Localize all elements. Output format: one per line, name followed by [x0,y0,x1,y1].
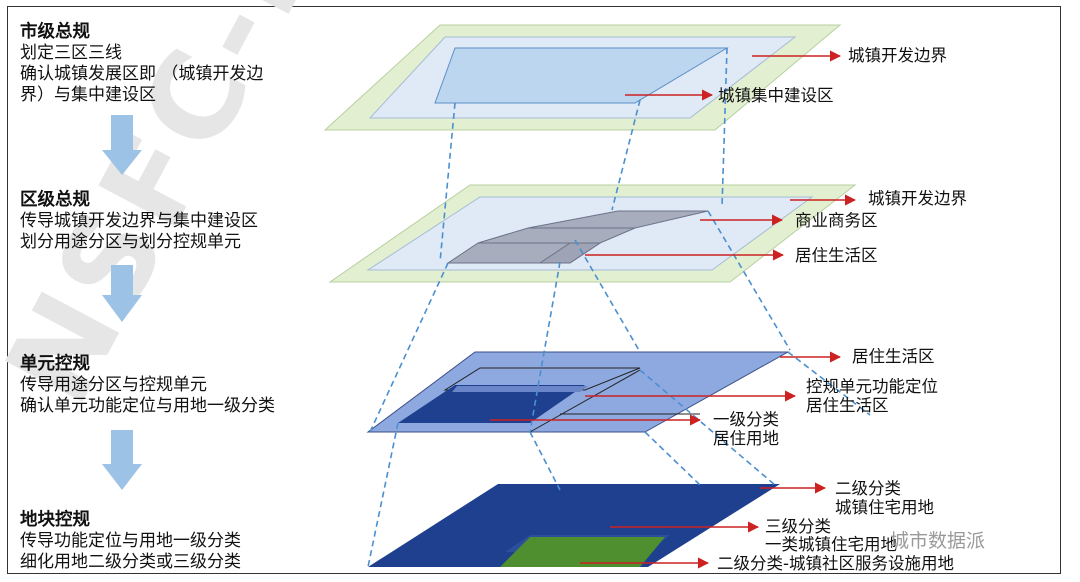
level-plot-block: 地块控规 传导功能定位与用地一级分类 细化用地二级分类或三级分类 [20,510,241,573]
down-arrow-2 [102,265,142,322]
layer-city-plan [323,24,842,131]
level-unit-block: 单元控规 传导用途分区与控规单元 确认单元功能定位与用地一级分类 [20,354,275,417]
level-unit-title: 单元控规 [20,354,90,374]
level-plot-line-2: 细化用地二级分类或三级分类 [20,552,241,572]
level-unit-line-1: 传导用途分区与控规单元 [20,375,207,395]
down-arrow-1 [102,115,142,175]
label-arrows [490,50,857,569]
down-arrow-3 [102,430,142,490]
level-city-block: 市级总规 划定三区三线 确认城镇发展区即 （城镇开发边 界）与集中建设区 [20,22,263,106]
layer-plot-plan [368,484,780,567]
level-city-title: 市级总规 [20,22,90,42]
layer-district-plan [328,184,857,283]
source-watermark: 城市数据派 [890,530,986,552]
level-district-line-2: 划分用途分区与划分控规单元 [20,232,241,252]
level-district-title: 区级总规 [20,190,90,210]
label-residential-zone-1: 居住生活区 [795,246,878,265]
level-plot-line-1: 传导功能定位与用地一级分类 [20,531,241,551]
level-district-line-1: 传导城镇开发边界与集中建设区 [20,211,258,231]
label-community-facility: 二级分类-城镇社区服务设施用地 [717,554,954,573]
label-third-class-2: 一类城镇住宅用地 [765,535,897,554]
label-concentrated-construction: 城镇集中建设区 [718,86,834,105]
label-urban-dev-boundary-2: 城镇开发边界 [868,189,967,208]
level-city-line-2: 确认城镇发展区即 （城镇开发边 [20,64,264,84]
layer-unit-plan [366,351,790,433]
level-district-block: 区级总规 传导城镇开发边界与集中建设区 划分用途分区与划分控规单元 [20,190,258,253]
label-second-class-2: 城镇住宅用地 [835,498,934,517]
level-plot-title: 地块控规 [20,510,90,530]
level-unit-line-2: 确认单元功能定位与用地一级分类 [20,396,275,416]
label-second-class-1: 二级分类 [835,479,901,498]
label-first-class-2: 居住用地 [713,429,779,448]
level-city-line-3: 界）与集中建设区 [20,85,156,105]
label-residential-zone-2: 居住生活区 [852,347,935,366]
label-third-class-1: 三级分类 [765,517,831,536]
projection-lines [367,47,871,568]
label-first-class-1: 一级分类 [713,410,779,429]
level-city-line-1: 划定三区三线 [20,43,122,63]
label-unit-function-1: 控规单元功能定位 [806,377,938,396]
label-commercial-zone: 商业商务区 [795,211,878,230]
label-urban-dev-boundary-1: 城镇开发边界 [848,46,947,65]
label-unit-function-2: 居住生活区 [806,396,889,415]
